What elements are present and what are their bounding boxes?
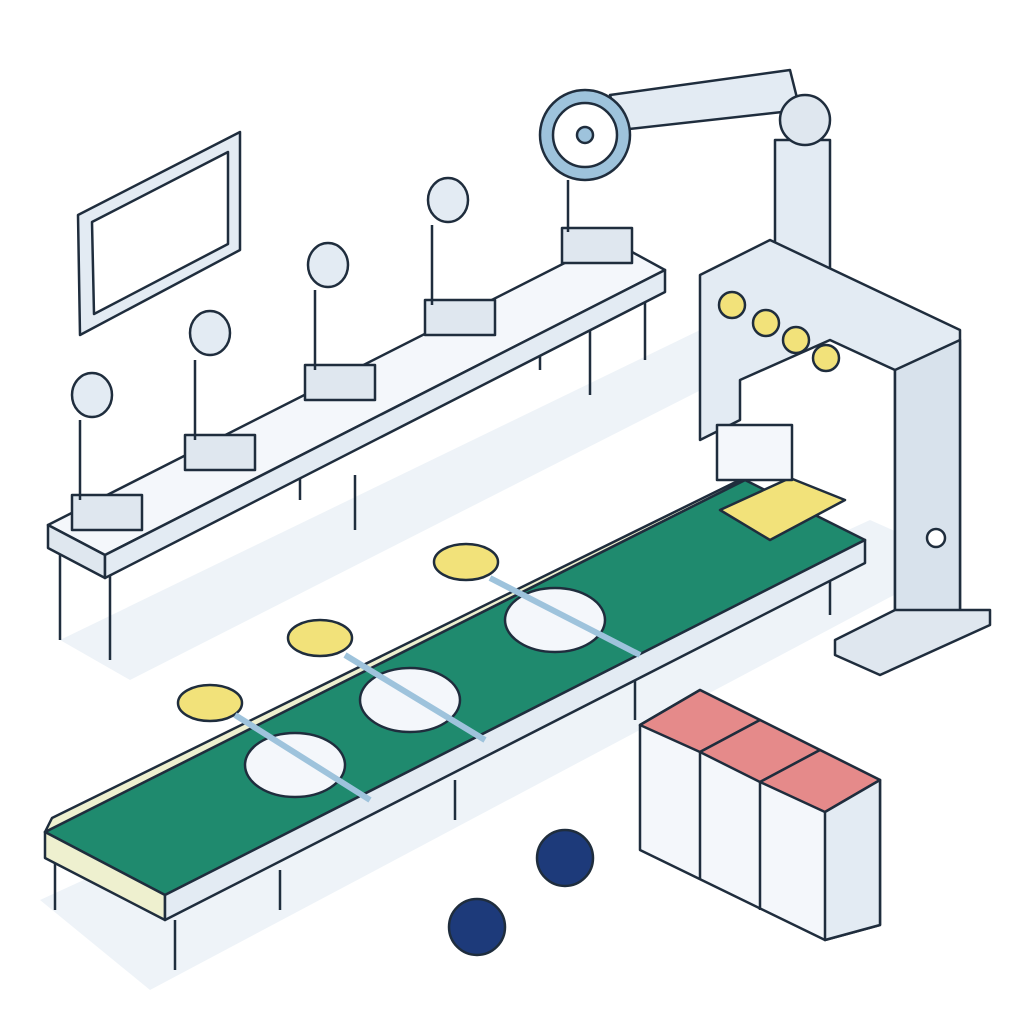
rackets [176, 542, 642, 803]
ball-2 [447, 897, 507, 957]
guide-plate [715, 423, 794, 482]
press-machine [698, 238, 992, 677]
indicator-1 [717, 290, 747, 320]
assembly-stations [70, 176, 634, 532]
floor-shadow [60, 330, 760, 680]
wall-screen [76, 130, 242, 337]
machine-knob [925, 527, 947, 549]
shipping-boxes [638, 688, 882, 942]
station-3 [303, 241, 377, 402]
racket-3 [432, 542, 642, 658]
floor-shadow-belt [40, 520, 960, 990]
ball-1 [535, 828, 595, 888]
indicator-4 [811, 343, 841, 373]
yellow-pad [718, 476, 847, 542]
station-1 [70, 371, 144, 532]
indicator-3 [781, 325, 811, 355]
station-4 [423, 176, 497, 337]
racket-2 [286, 618, 487, 743]
station-5 [560, 180, 634, 265]
racket-1 [176, 683, 372, 803]
indicator-2 [751, 308, 781, 338]
station-2 [183, 309, 257, 472]
robotic-arm [538, 68, 832, 282]
